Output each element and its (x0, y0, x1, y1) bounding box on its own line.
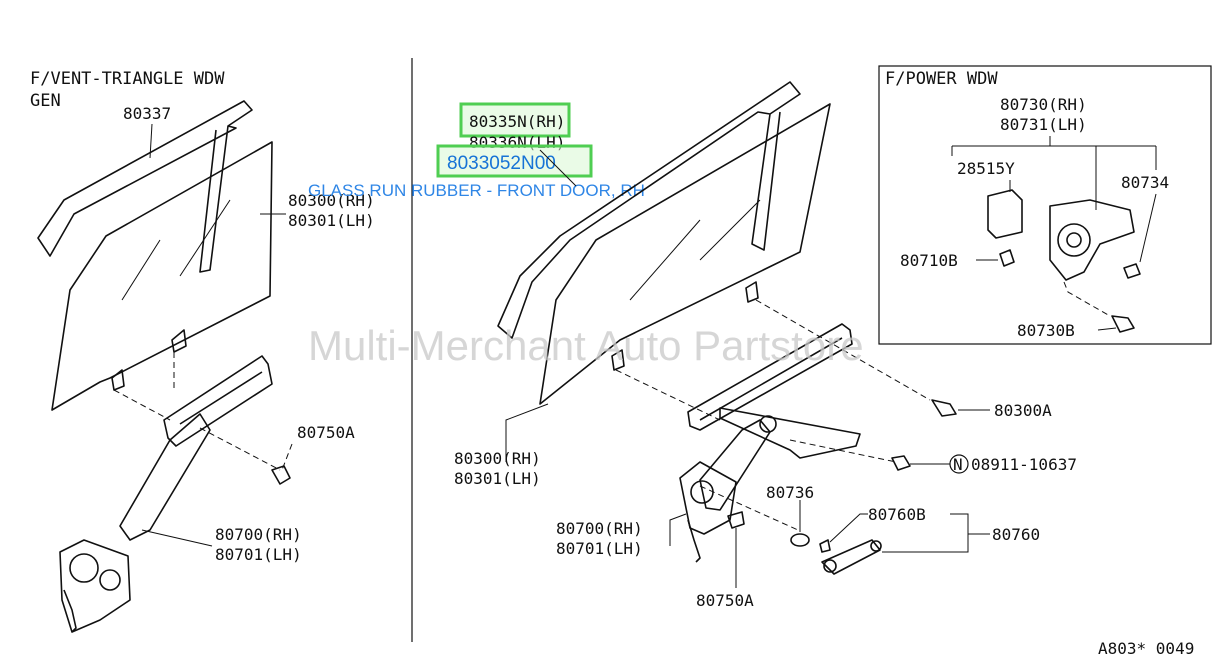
label-80734: 80734 (1121, 173, 1169, 192)
highlight-box-8033052n00[interactable] (436, 144, 593, 178)
leader-80730b (1097, 327, 1117, 331)
center-regulator-arm (699, 419, 771, 511)
left-pulley (99, 569, 121, 591)
highlight-box-80335n[interactable] (459, 102, 571, 138)
label-80337: 80337 (123, 104, 171, 123)
handle-hub (870, 540, 882, 552)
label-80731-lh: 80731(LH) (1000, 115, 1087, 134)
watermark: Multi-Merchant Auto Partstore (308, 322, 864, 369)
inset-guide (1063, 281, 1111, 317)
left-regulator-rail (163, 355, 273, 447)
label-80300a: 80300A (994, 401, 1052, 420)
part-description: GLASS RUN RUBBER - FRONT DOOR, RH (308, 181, 645, 200)
label-08911-10637: 08911-10637 (971, 455, 1077, 474)
left-guides (113, 352, 293, 471)
inset-frame (878, 65, 1212, 345)
left-panel-title: F/VENT-TRIANGLE WDW (30, 69, 225, 89)
center-pivot (759, 415, 777, 433)
figure-code: A803* 0049 (1098, 639, 1194, 658)
center-glass-reflection (629, 199, 761, 301)
center-window-glass (539, 103, 831, 405)
center-glass-tabs (611, 281, 759, 371)
leader-80734 (1139, 193, 1157, 263)
label-80700-rh-left: 80700(RH) (215, 525, 302, 544)
leader-80700-center (669, 513, 687, 546)
nut-08911 (891, 455, 911, 471)
leader-80335n (539, 149, 577, 187)
vent-window-glass (51, 141, 273, 411)
label-80300-rh-left: 80300(RH) (288, 191, 375, 210)
leader-80760 (882, 513, 990, 553)
left-gear (69, 553, 99, 583)
inset-title: F/POWER WDW (885, 69, 998, 89)
left-regulator-arm (119, 413, 211, 541)
center-panel: 80335N(RH) 80336N(LH) 8033052N00 GLASS R… (308, 81, 1077, 610)
label-80335n-rh[interactable]: 80335N(RH) (469, 112, 565, 131)
glass-reflection (121, 199, 231, 301)
label-80730-rh: 80730(RH) (1000, 95, 1087, 114)
label-28515y: 28515Y (957, 159, 1015, 178)
center-glass-run-channel (497, 81, 801, 339)
label-80301-lh-center: 80301(LH) (454, 469, 541, 488)
power-window-motor (1049, 199, 1135, 281)
leader-80760b (829, 513, 868, 543)
label-80730b: 80730B (1017, 321, 1075, 340)
left-regulator-base (59, 539, 131, 633)
control-unit-28515y (987, 189, 1023, 239)
center-gear (690, 480, 714, 504)
inset-panel: F/POWER WDW 80730(RH) 80731(LH) 28515Y 8… (878, 65, 1212, 345)
nut-symbol-circle (949, 454, 969, 474)
leader-80300-center (505, 403, 549, 462)
label-80710b: 80710B (900, 251, 958, 270)
leader-80730-tree (951, 136, 1157, 210)
part-number-8033052n00[interactable]: 8033052N00 (447, 153, 556, 174)
label-80700-rh-center: 80700(RH) (556, 519, 643, 538)
motor-gear-housing (1057, 223, 1091, 257)
glass-mount-tabs (111, 329, 187, 391)
center-regulator-lower-rail (719, 407, 861, 459)
label-80736: 80736 (766, 483, 814, 502)
label-80760: 80760 (992, 525, 1040, 544)
center-bolt-80750a (727, 511, 745, 529)
clip-80710b (999, 249, 1015, 267)
bolt-80730b (1111, 315, 1135, 333)
label-80750a-center: 80750A (696, 591, 754, 610)
left-panel-subtitle: GEN (30, 91, 61, 111)
label-80301-lh-left: 80301(LH) (288, 211, 375, 230)
washer-80736 (790, 533, 810, 547)
grommet-80734 (1123, 263, 1141, 279)
label-circle-n: N (953, 455, 963, 474)
left-bolt-80750a (271, 465, 291, 485)
center-regulator-upper-rail (687, 323, 853, 431)
leader-80700-left (141, 529, 213, 547)
bolt-80300a (931, 399, 957, 417)
handle-clip-80760b (819, 539, 831, 553)
left-panel: F/VENT-TRIANGLE WDW GEN 80337 80300(RH) … (30, 69, 375, 633)
motor-gear-center (1066, 232, 1082, 248)
label-80760b: 80760B (868, 505, 926, 524)
label-80701-lh-center: 80701(LH) (556, 539, 643, 558)
left-sector-teeth (63, 589, 77, 633)
vent-glass-run-channel (37, 100, 253, 273)
label-80701-lh-left: 80701(LH) (215, 545, 302, 564)
leader-80337 (149, 123, 153, 159)
label-80300-rh-center: 80300(RH) (454, 449, 541, 468)
label-80750a-left: 80750A (297, 423, 355, 442)
handle-knob (823, 559, 837, 573)
center-sector-teeth (687, 519, 701, 563)
